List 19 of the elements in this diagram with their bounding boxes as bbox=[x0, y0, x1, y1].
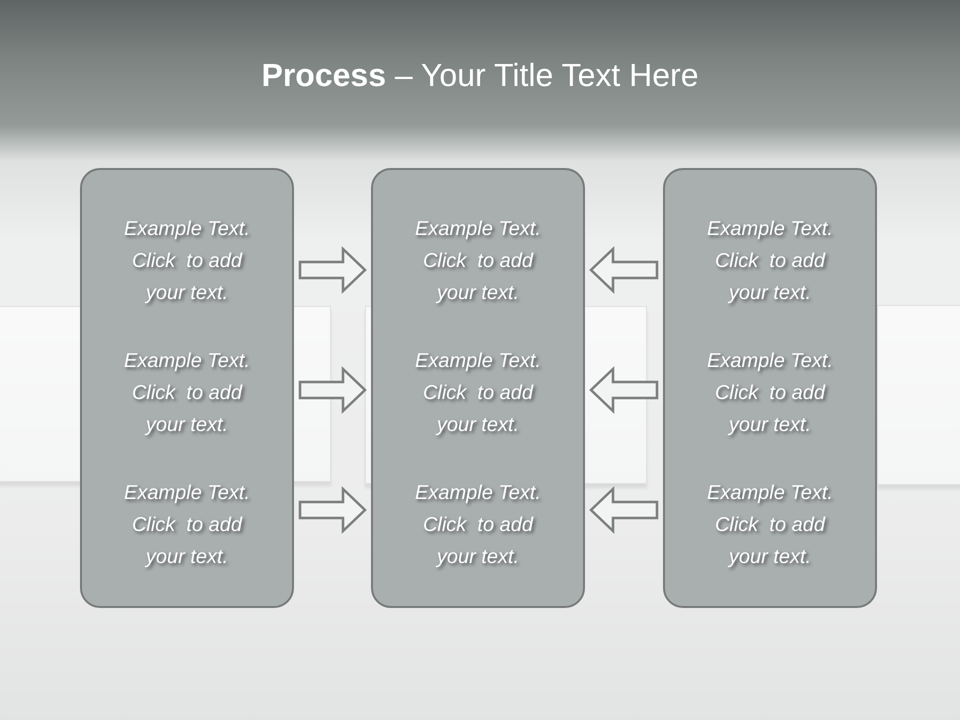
panel-text: Example Text. Click to add your text. bbox=[414, 481, 542, 570]
panel-text: Example Text. Click to add your text. bbox=[123, 217, 251, 306]
slide-title: Process – Your Title Text Here bbox=[260, 56, 700, 95]
block-arrow bbox=[589, 246, 658, 294]
panel-text: Example Text. Click to add your text. bbox=[706, 481, 834, 570]
rounded-panel bbox=[371, 168, 585, 608]
block-arrow bbox=[589, 486, 658, 534]
block-arrow bbox=[298, 246, 367, 294]
rounded-panel bbox=[663, 168, 877, 608]
block-arrow bbox=[298, 366, 367, 414]
panel-text: Example Text. Click to add your text. bbox=[706, 349, 834, 438]
block-arrow bbox=[298, 486, 367, 534]
panel-text: Example Text. Click to add your text. bbox=[123, 481, 251, 570]
panel-text: Example Text. Click to add your text. bbox=[706, 217, 834, 306]
block-arrow bbox=[589, 366, 658, 414]
panel-text: Example Text. Click to add your text. bbox=[123, 349, 251, 438]
panel-text: Example Text. Click to add your text. bbox=[414, 349, 542, 438]
rounded-panel bbox=[80, 168, 294, 608]
panel-text: Example Text. Click to add your text. bbox=[414, 217, 542, 306]
